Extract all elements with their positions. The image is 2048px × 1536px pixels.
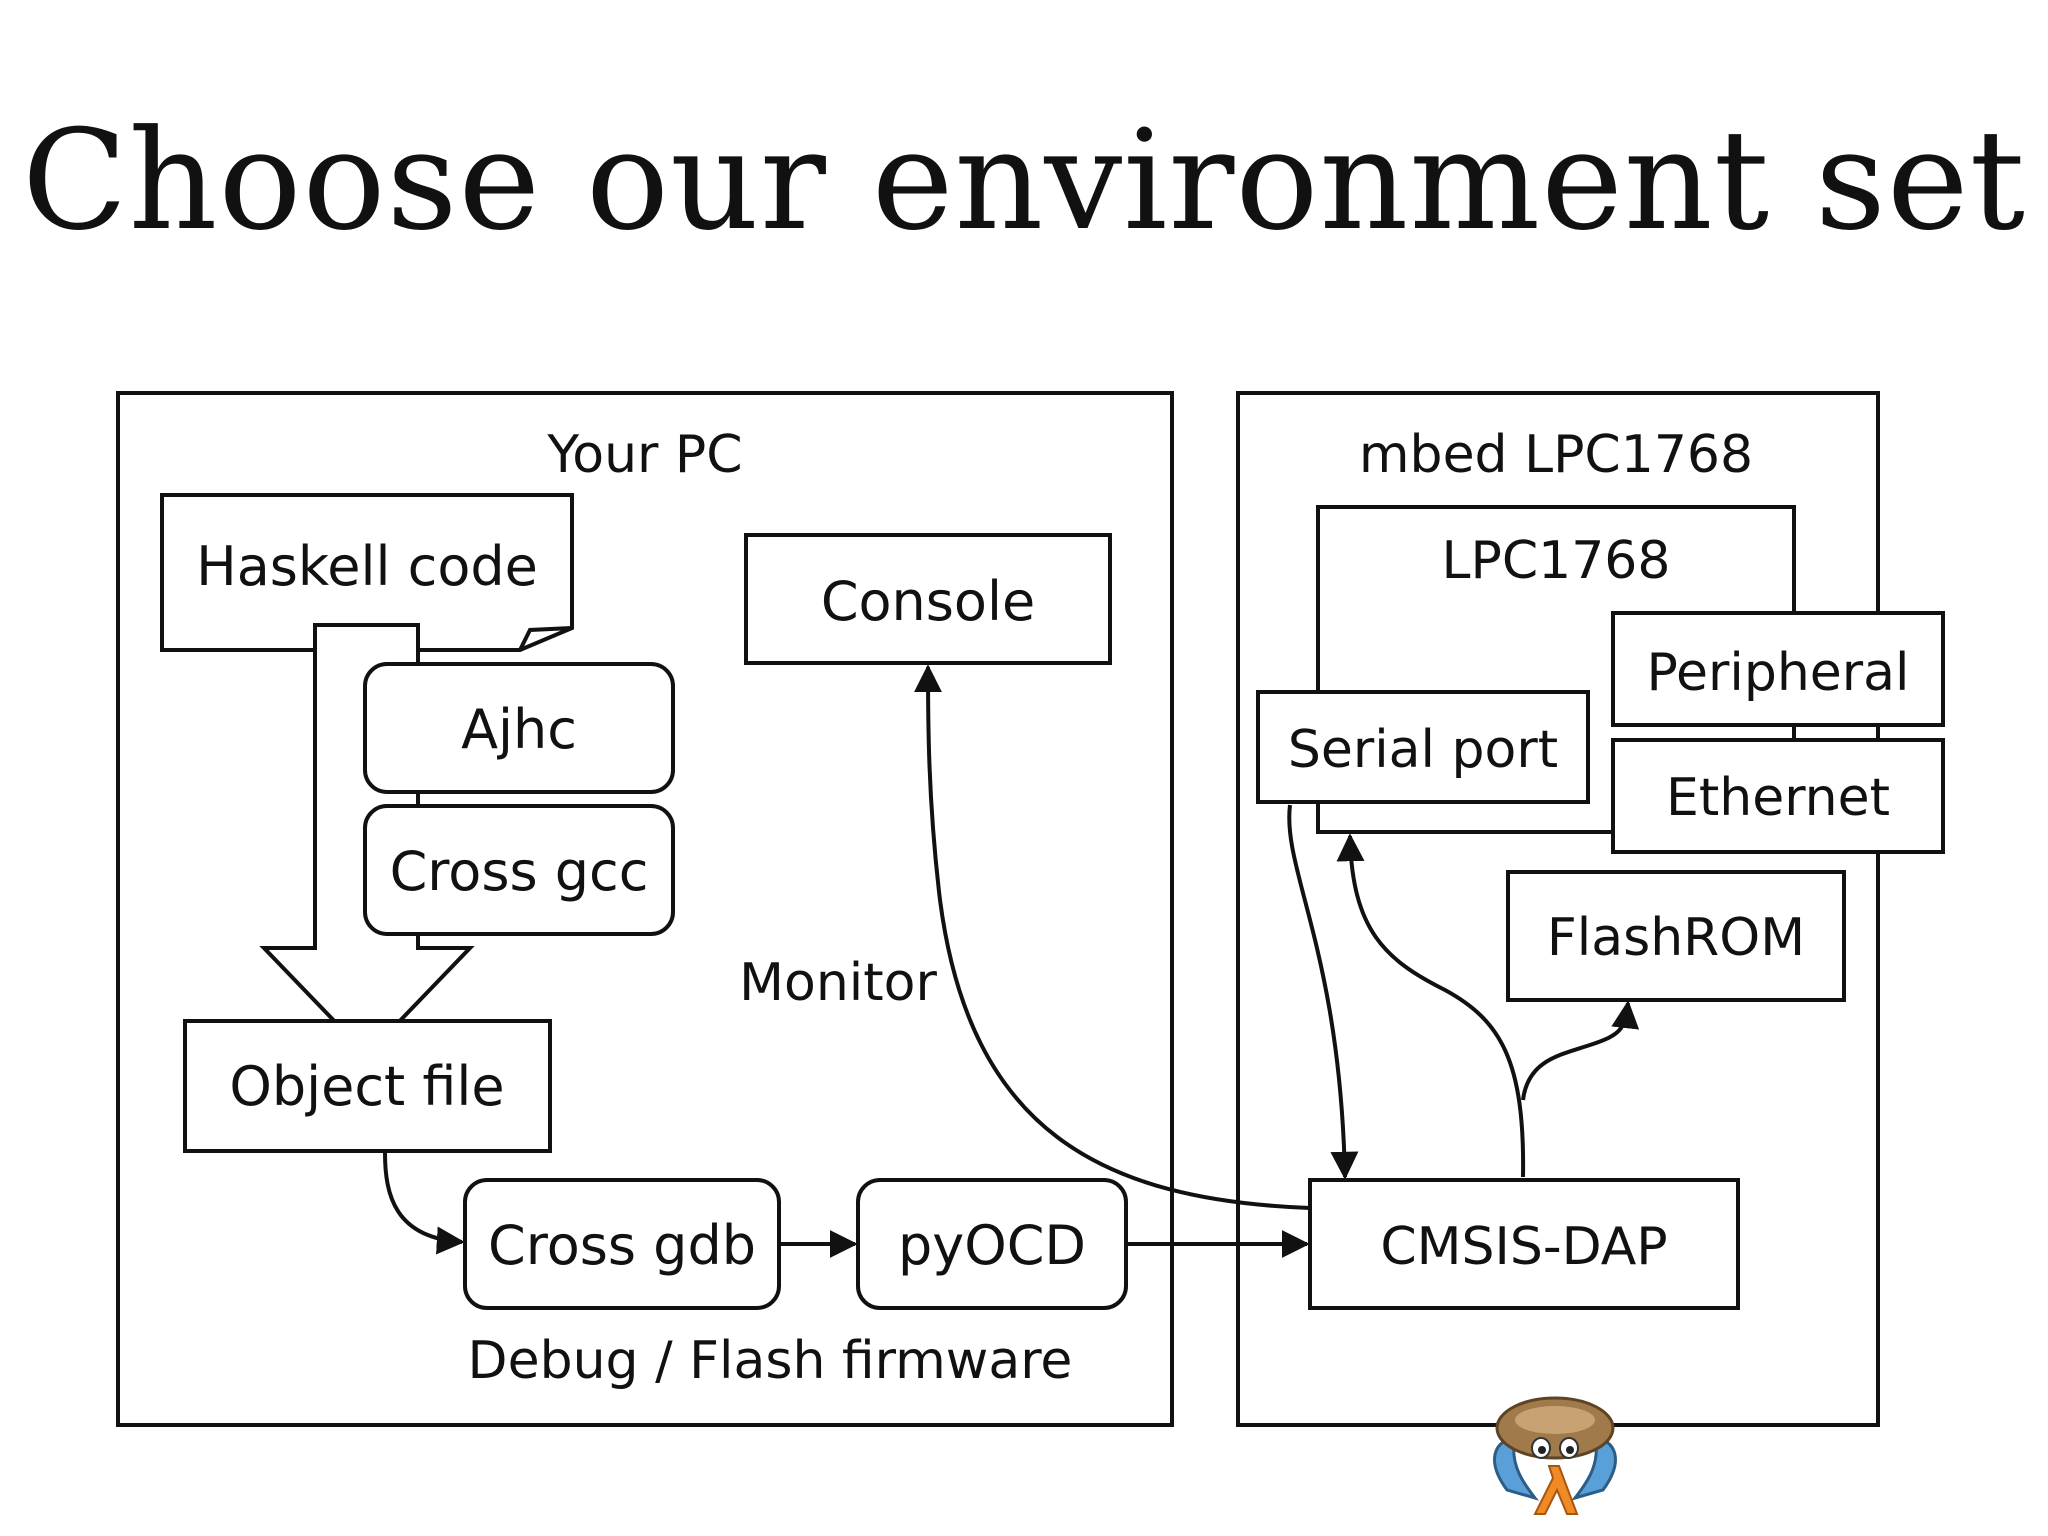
cmsis-dap-label: CMSIS-DAP [1380,1217,1667,1277]
debug-flash-label: Debug / Flash firmware [468,1331,1073,1391]
monitor-label: Monitor [739,953,937,1013]
cmsis-dap-box [1308,1178,1740,1310]
hermit-crab-lambda-icon [1493,1396,1617,1515]
arrow-monitor-to-console [914,664,1311,1210]
ethernet-label: Ethernet [1666,768,1890,828]
cross-gdb-label: Cross gdb [488,1214,756,1277]
cross-gcc-box [363,804,675,936]
slide-title: Choose our environment set [21,100,2027,261]
pc-frame [116,391,1174,1427]
peripheral-box [1611,611,1945,727]
console-box [744,533,1112,665]
arrow-serial-to-cmsis [1287,804,1359,1180]
ethernet-box [1611,738,1945,854]
console-label: Console [821,570,1035,633]
object-file-box [183,1019,552,1153]
ajhc-box [363,662,675,794]
peripheral-label: Peripheral [1647,643,1910,703]
ajhc-label: Ajhc [461,698,577,761]
object-file-label: Object file [229,1055,504,1118]
cross-gdb-box [463,1178,781,1310]
flashrom-label: FlashROM [1547,908,1805,968]
pc-label: Your PC [546,425,742,485]
lpc1768-label: LPC1768 [1442,531,1671,591]
arrow-cmsis-to-flashrom [1521,1000,1640,1101]
serial-port-box [1256,690,1590,804]
mbed-label: mbed LPC1768 [1359,425,1753,485]
flashrom-box [1506,870,1846,1002]
arrow-cmsis-to-lpc [1336,833,1526,1178]
haskell-code-label: Haskell code [196,535,538,598]
pyocd-label: pyOCD [898,1214,1086,1277]
haskell-code-box [160,493,574,652]
pyocd-box [856,1178,1128,1310]
arrow-object-to-gdb [383,1152,465,1255]
serial-port-label: Serial port [1288,720,1558,780]
cross-gcc-label: Cross gcc [390,840,649,903]
